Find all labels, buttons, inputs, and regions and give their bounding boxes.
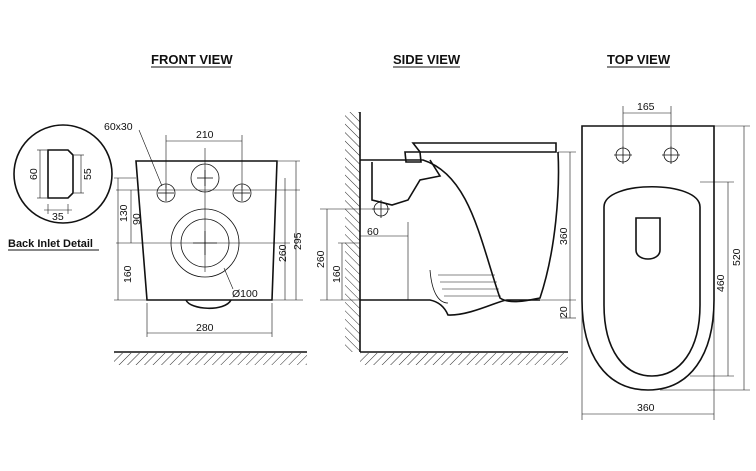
side-bowl-outline xyxy=(360,151,560,303)
top-outline xyxy=(581,125,715,391)
side-inlet-neck xyxy=(371,159,442,206)
detail-dim-35: 35 xyxy=(52,211,64,223)
back-inlet-detail: 60 55 35 Back Inlet Detail xyxy=(8,124,113,251)
top-view: 165 460 520 360 xyxy=(581,101,750,420)
front-dim-260: 260 xyxy=(277,244,289,262)
front-dim-60x30: 60x30 xyxy=(104,121,133,133)
side-dim-260: 260 xyxy=(315,250,327,268)
side-trap-left xyxy=(429,269,449,304)
front-bowl-bottom xyxy=(185,299,232,310)
front-dim-210: 210 xyxy=(196,129,214,141)
front-dim-d100: Ø100 xyxy=(232,288,258,300)
side-view-title: SIDE VIEW xyxy=(393,52,461,68)
front-dim-130: 130 xyxy=(118,204,130,222)
front-dim-160: 160 xyxy=(122,265,134,283)
front-outlet xyxy=(170,208,240,278)
side-seat xyxy=(411,142,557,153)
front-dim-90-label: 90 xyxy=(131,213,143,225)
front-body-outline xyxy=(135,160,278,301)
top-dim-460: 460 xyxy=(715,274,727,292)
detail-caption: Back Inlet Detail xyxy=(8,238,93,250)
top-bowl-opening xyxy=(635,217,661,260)
side-dim-360: 360 xyxy=(558,227,570,245)
top-bolt-hole-left xyxy=(614,146,632,164)
top-dim-165: 165 xyxy=(637,101,655,113)
side-base xyxy=(360,299,540,316)
side-dim-60: 60 xyxy=(367,226,379,238)
side-view: 60 260 160 360 20 xyxy=(315,112,576,365)
side-view-title-text: SIDE VIEW xyxy=(393,52,461,67)
top-dim-360: 360 xyxy=(637,402,655,414)
front-dim-295: 295 xyxy=(292,232,304,250)
top-dim-520: 520 xyxy=(731,248,743,266)
detail-circle xyxy=(13,124,113,224)
top-view-title-text: TOP VIEW xyxy=(607,52,671,67)
front-dim-280: 280 xyxy=(196,322,214,334)
top-seat xyxy=(603,186,701,377)
detail-inlet-shape xyxy=(47,149,74,199)
top-bolt-hole-right xyxy=(662,146,680,164)
detail-dim-55: 55 xyxy=(82,168,94,180)
side-dim-160: 160 xyxy=(331,265,343,283)
front-view-title: FRONT VIEW xyxy=(151,52,233,68)
detail-dim-60: 60 xyxy=(28,168,40,180)
front-inlet-hole xyxy=(190,163,220,193)
top-view-title: TOP VIEW xyxy=(607,52,671,68)
side-dim-20: 20 xyxy=(558,306,570,318)
front-view: 210 60x30 130 90 90 160 260 295 Ø100 280 xyxy=(104,121,307,365)
front-view-title-text: FRONT VIEW xyxy=(151,52,233,67)
side-hinge xyxy=(404,151,422,163)
